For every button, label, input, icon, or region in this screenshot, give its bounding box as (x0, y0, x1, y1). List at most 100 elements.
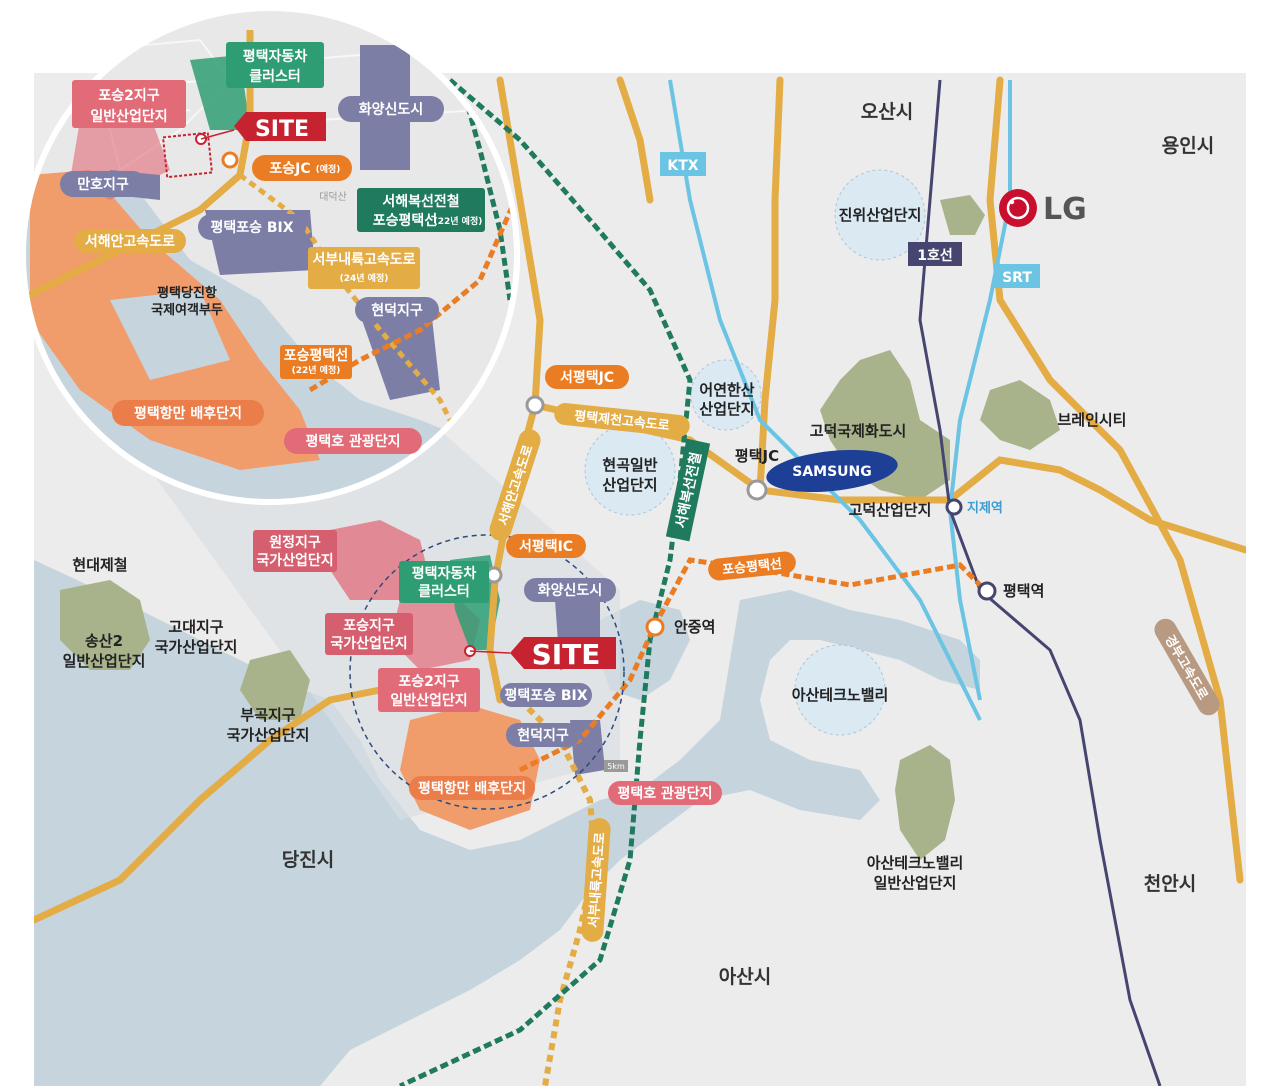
lg-logo: LG (999, 189, 1087, 227)
svg-text:현덕지구: 현덕지구 (371, 302, 423, 319)
svg-text:평택자동차: 평택자동차 (243, 48, 308, 65)
svg-text:서평택IC: 서평택IC (519, 538, 573, 555)
city-dangjin: 당진시 (282, 849, 334, 871)
inset-label-dangjin-port-2: 국제여객부두 (151, 302, 223, 318)
ktx-badge: KTX (660, 152, 706, 176)
badge-auto-cluster: 평택자동차 클러스터 (399, 561, 489, 603)
svg-text:일반산업단지: 일반산업단지 (390, 692, 467, 709)
city-osan: 오산시 (861, 101, 913, 123)
label-asan-valley-ind-1: 아산테크노밸리 (867, 854, 964, 872)
city-asan: 아산시 (719, 966, 771, 988)
label-godeok-ind: 고덕산업단지 (849, 501, 932, 519)
svg-text:포승평택선: 포승평택선 (284, 347, 348, 364)
svg-text:1호선: 1호선 (917, 248, 953, 264)
svg-text:평택호 관광단지: 평택호 관광단지 (305, 433, 400, 450)
srt-badge: SRT (994, 264, 1040, 288)
seopyeongtaek-ic-marker (485, 566, 503, 584)
lake-water (600, 600, 690, 700)
asan-valley-ind-area (895, 745, 955, 860)
svg-text:평택포승 BIX: 평택포승 BIX (504, 687, 587, 704)
badge-poseung-line: 포승평택선 (708, 551, 796, 581)
svg-text:평택항만 배후단지: 평택항만 배후단지 (418, 780, 526, 797)
poseung-rail (518, 557, 987, 773)
badge-hwayang: 화양신도시 (524, 578, 616, 602)
badge-hyeondeok: 현덕지구 (506, 723, 580, 747)
inset-badge-poseung-jc: 포승JC (예정) (252, 155, 352, 181)
inset-badge-hwayang: 화양신도시 (338, 96, 444, 122)
inset-badge-auto-cluster: 평택자동차 클러스터 (226, 42, 324, 88)
site-badge: SITE (510, 637, 616, 671)
scale-badge: 5km (604, 760, 628, 772)
svg-text:국가산업단지: 국가산업단지 (330, 635, 407, 652)
svg-text:LG: LG (1043, 192, 1087, 227)
badge-bix: 평택포승 BIX (500, 683, 592, 707)
svg-text:서해복선전철: 서해복선전철 (382, 193, 459, 210)
inset-badge-lake-tour: 평택호 관광단지 (284, 428, 422, 454)
label-anjung-station: 안중역 (674, 618, 715, 636)
svg-text:화양신도시: 화양신도시 (359, 102, 423, 118)
hyundai-steel-area (60, 580, 150, 670)
label-hyeongok-1: 현곡일반 (602, 456, 657, 474)
badge-poseung2: 포승2지구 일반산업단지 (378, 668, 480, 712)
svg-text:포승지구: 포승지구 (343, 618, 395, 634)
label-godae-2: 국가산업단지 (155, 638, 238, 656)
jinwi-area (940, 195, 985, 235)
inset-badge-hyeondeok: 현덕지구 (355, 297, 439, 323)
inset-badge-bix: 평택포승 BIX (198, 214, 306, 240)
inset-badge-seohae-line: 서해복선전철 포승평택선 (22년 예정) (357, 188, 485, 232)
inset-badge-seohaean-hwy: 서해안고속도로 (74, 229, 186, 253)
seohae-rail (398, 78, 693, 1086)
badge-seobu-hwy: 서부내륙고속도로 (581, 818, 611, 942)
svg-text:클러스터: 클러스터 (418, 584, 470, 600)
svg-text:포승2지구: 포승2지구 (98, 88, 159, 104)
svg-text:평택포승 BIX: 평택포승 BIX (210, 219, 293, 236)
inset-badge-manho: 만호지구 (60, 171, 146, 197)
anjung-station-marker (645, 617, 665, 637)
label-brain-city: 브레인시티 (1057, 411, 1126, 429)
svg-text:서해안고속도로: 서해안고속도로 (85, 233, 175, 250)
inset-zoom: 포승2지구 일반산업단지 평택자동차 클러스터 화양신도시 SITE 만호지구 … (20, 5, 520, 505)
svg-text:SAMSUNG: SAMSUNG (792, 464, 872, 480)
svg-text:(22년 예정): (22년 예정) (434, 215, 483, 227)
samsung-logo: SAMSUNG (766, 449, 898, 493)
svg-text:국가산업단지: 국가산업단지 (256, 552, 333, 569)
svg-text:KTX: KTX (667, 158, 698, 174)
label-jinwi: 진위산업단지 (839, 206, 922, 224)
asan-valley-circle (794, 644, 886, 736)
svg-text:평택호 관광단지: 평택호 관광단지 (617, 785, 712, 802)
badge-lake-tour: 평택호 관광단지 (608, 781, 722, 805)
jije-station-marker (945, 498, 963, 516)
svg-text:원정지구: 원정지구 (269, 534, 321, 551)
svg-text:5km: 5km (607, 762, 625, 771)
brain-city-area (980, 380, 1060, 450)
svg-text:화양신도시: 화양신도시 (538, 583, 602, 599)
label-pyeongtaek-jc: 평택JC (735, 447, 779, 465)
svg-text:평택항만 배후단지: 평택항만 배후단지 (134, 405, 242, 422)
label-eoyeon-1: 어연한산 (699, 381, 754, 399)
svg-text:SITE: SITE (532, 638, 601, 671)
label-asan-valley: 아산테크노밸리 (792, 686, 889, 704)
jinwi-circle (834, 169, 926, 261)
inset-badge-seobu-hwy: 서부내륙고속도로 (24년 예정) (308, 247, 420, 289)
svg-text:평택자동차: 평택자동차 (412, 565, 477, 582)
svg-text:서부내륙고속도로: 서부내륙고속도로 (586, 832, 609, 929)
svg-text:포승JC: 포승JC (269, 161, 310, 177)
label-jije-station: 지제역 (967, 500, 1003, 516)
badge-wonjeong: 원정지구 국가산업단지 (253, 530, 337, 572)
label-godeok-city: 고덕국제화도시 (810, 422, 907, 440)
badge-port-back: 평택항만 배후단지 (409, 776, 535, 800)
inset-badge-poseung2: 포승2지구 일반산업단지 (72, 80, 186, 128)
svg-text:(22년 예정): (22년 예정) (292, 364, 341, 376)
bugok-area (240, 650, 310, 720)
label-songsan-1: 송산2 (85, 632, 123, 650)
label-hyeongok-2: 산업단지 (602, 476, 657, 494)
inset-badge-poseung-line: 포승평택선 (22년 예정) (280, 345, 352, 379)
line1-badge: 1호선 (908, 242, 962, 266)
label-pyeongtaek-station: 평택역 (1003, 582, 1044, 600)
svg-text:서평택JC: 서평택JC (560, 369, 614, 386)
badge-seopyeongtaek-ic: 서평택IC (506, 534, 586, 558)
pyeongtaek-station-marker (977, 581, 997, 601)
inset-label-daedeoksan: 대덕산 (319, 191, 347, 203)
city-cheonan: 천안시 (1144, 873, 1196, 895)
